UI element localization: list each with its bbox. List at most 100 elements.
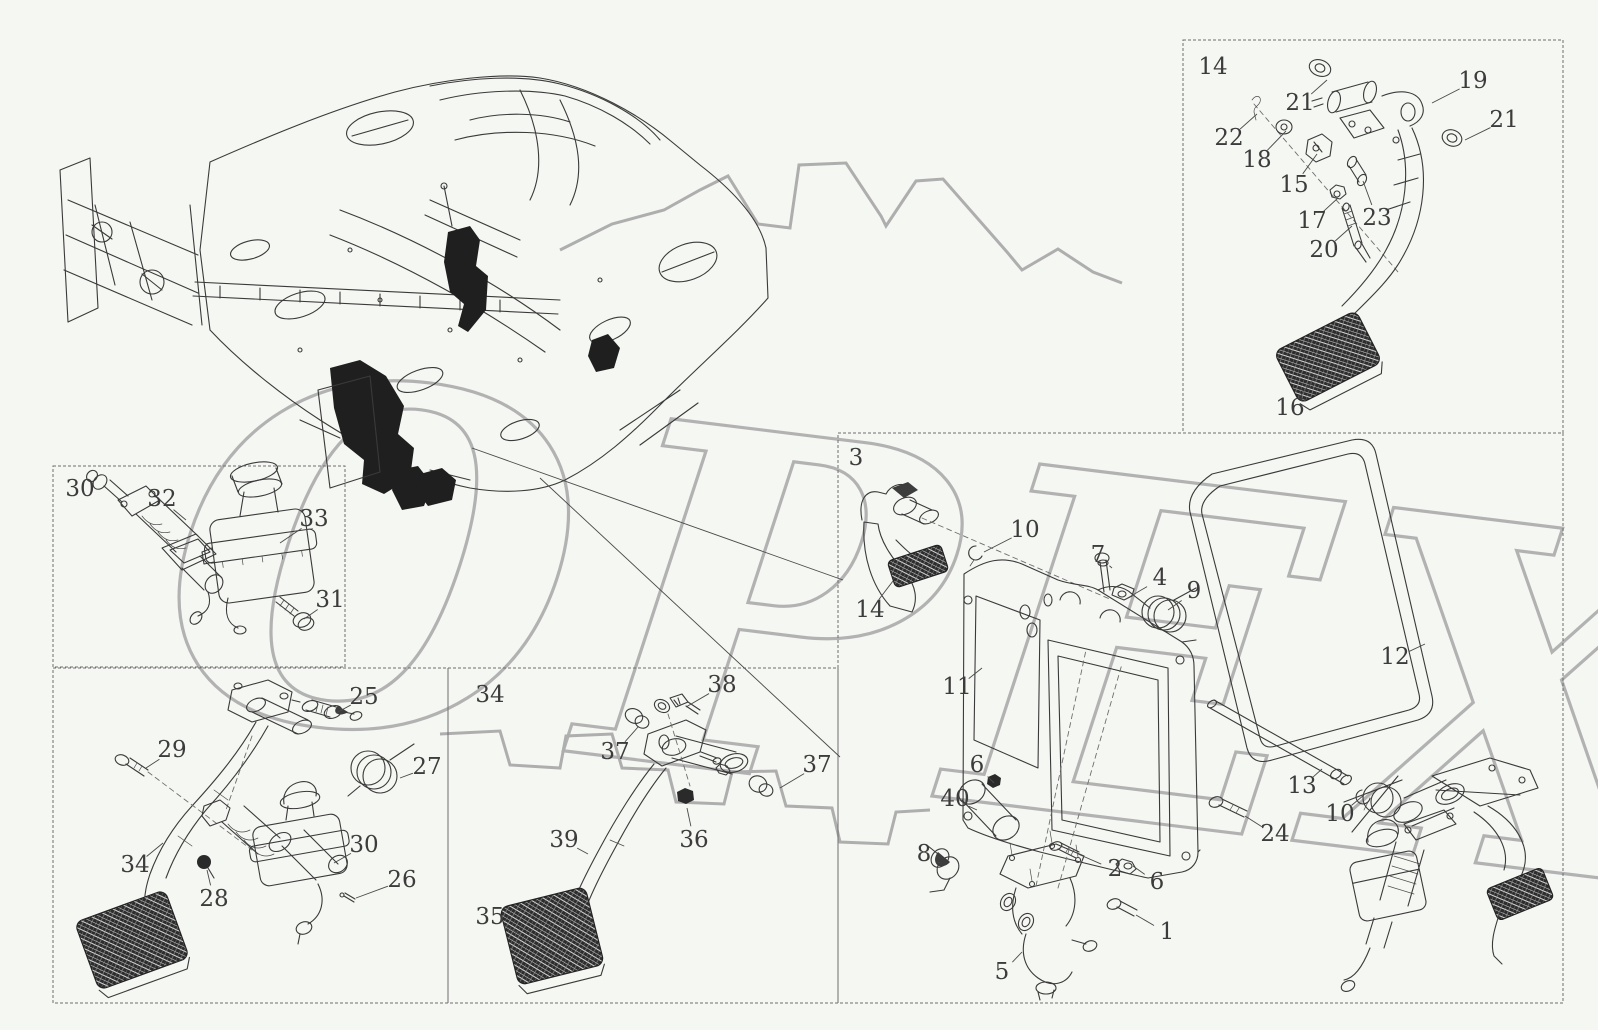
callout-label-6: 6 [970, 752, 985, 778]
callout-label-15: 15 [1279, 172, 1308, 198]
clutch-pedal-master-cylinder-detail-drawing [76, 679, 415, 999]
chassis-leader-line-2 [539, 477, 841, 758]
brake-pedal-pad-icon [500, 887, 604, 985]
leader-line-33 [279, 528, 302, 544]
chassis-floorpan-drawing [59, 75, 769, 510]
panel-box-34 [447, 667, 839, 1004]
leader-line-31 [303, 609, 318, 620]
leader-line-39 [576, 847, 589, 855]
leader-line-36 [686, 807, 692, 827]
panel-label-3: 3 [849, 445, 864, 471]
panel-box-30 [52, 465, 346, 668]
leader-line-40 [968, 805, 978, 811]
leader-line-10 [983, 537, 1012, 553]
leader-line-16 [1298, 374, 1318, 398]
leader-line-5 [1012, 951, 1023, 963]
callout-label-7: 7 [1091, 542, 1106, 568]
callout-label-34: 34 [120, 852, 149, 878]
callout-label-18: 18 [1242, 147, 1271, 173]
clutch-pedal-pad-icon [76, 891, 188, 989]
callout-label-36: 36 [679, 827, 708, 853]
leader-line-18 [1267, 130, 1287, 151]
callout-label-10: 10 [1010, 517, 1039, 543]
leader-line-37 [624, 726, 639, 743]
callout-label-19: 19 [1458, 68, 1487, 94]
leader-line-25 [335, 704, 351, 714]
callout-label-39: 39 [549, 827, 578, 853]
callout-label-30: 30 [349, 832, 378, 858]
panel-label-30: 30 [65, 476, 94, 502]
leader-line-20 [1334, 225, 1353, 242]
leader-line-37 [779, 773, 805, 789]
leader-line-8 [937, 861, 941, 864]
leader-line-4 [1125, 586, 1148, 600]
accelerator-pedal-pad-icon [887, 544, 949, 588]
callout-label-21: 21 [1285, 90, 1314, 116]
callout-label-14: 14 [855, 597, 884, 623]
callout-label-37: 37 [600, 739, 629, 765]
mounted-pedal-assembly-icon [444, 226, 488, 332]
leader-line-28 [206, 869, 212, 886]
callout-label-17: 17 [1297, 208, 1326, 234]
callout-label-1: 1 [1160, 919, 1175, 945]
callout-label-37: 37 [802, 752, 831, 778]
leader-line-2 [1077, 853, 1102, 865]
callout-label-35: 35 [475, 904, 504, 930]
leader-line-1 [1135, 914, 1155, 926]
leader-line-14 [878, 580, 894, 600]
leader-line-10 [1351, 794, 1365, 806]
callout-label-27: 27 [412, 754, 441, 780]
leader-line-26 [355, 885, 389, 899]
gear-teeth-bottom-icon [439, 729, 931, 846]
callout-label-25: 25 [349, 684, 378, 710]
leader-line-23 [1362, 180, 1373, 206]
leader-line-21 [1310, 79, 1328, 95]
leader-line-38 [685, 693, 710, 708]
panel-label-14: 14 [1198, 54, 1227, 80]
leader-line-9 [1167, 600, 1182, 611]
leader-line-24 [1244, 815, 1263, 828]
clutch-master-cylinder-detail-drawing [86, 461, 318, 635]
callout-label-22: 22 [1214, 125, 1243, 151]
callout-label-28: 28 [199, 886, 228, 912]
panel-label-34: 34 [475, 682, 504, 708]
clutch-pedal-pad-icon [1486, 867, 1554, 921]
callout-label-16: 16 [1275, 395, 1304, 421]
leader-line-34 [146, 842, 164, 857]
chassis-leader-line-1 [471, 447, 844, 581]
leader-line-30 [333, 853, 352, 864]
callout-label-12: 12 [1380, 644, 1409, 670]
callout-label-13: 13 [1287, 773, 1316, 799]
callout-label-11: 11 [942, 674, 971, 700]
callout-label-6: 6 [1150, 869, 1165, 895]
callout-label-9: 9 [1187, 578, 1202, 604]
leader-line-22 [1239, 113, 1258, 130]
callout-label-21: 21 [1489, 107, 1518, 133]
leader-line-6 [1132, 865, 1146, 875]
leader-line-17 [1322, 197, 1339, 213]
callout-label-20: 20 [1309, 237, 1338, 263]
leader-line-29 [145, 758, 160, 769]
leader-line-7 [1109, 565, 1113, 569]
callout-label-38: 38 [707, 672, 736, 698]
callout-label-5: 5 [995, 959, 1010, 985]
gear-teeth-top-icon [559, 161, 1123, 285]
leader-line-13 [1312, 768, 1323, 778]
callout-label-4: 4 [1153, 565, 1168, 591]
callout-label-29: 29 [157, 737, 186, 763]
brake-pedal-detail-drawing [1251, 59, 1463, 411]
callout-label-23: 23 [1362, 205, 1391, 231]
leader-line-27 [399, 772, 414, 779]
callout-label-32: 32 [147, 486, 176, 512]
leader-line-11 [968, 667, 983, 679]
leader-line-12 [1408, 643, 1426, 653]
leader-line-6 [987, 776, 995, 784]
brake-pedal-arm-detail-drawing [500, 693, 774, 995]
callout-label-8: 8 [917, 841, 932, 867]
leader-line-19 [1431, 88, 1460, 104]
callout-label-26: 26 [387, 867, 416, 893]
leader-line-21 [1464, 127, 1491, 141]
callout-label-24: 24 [1260, 821, 1289, 847]
leader-line-15 [1302, 153, 1318, 175]
